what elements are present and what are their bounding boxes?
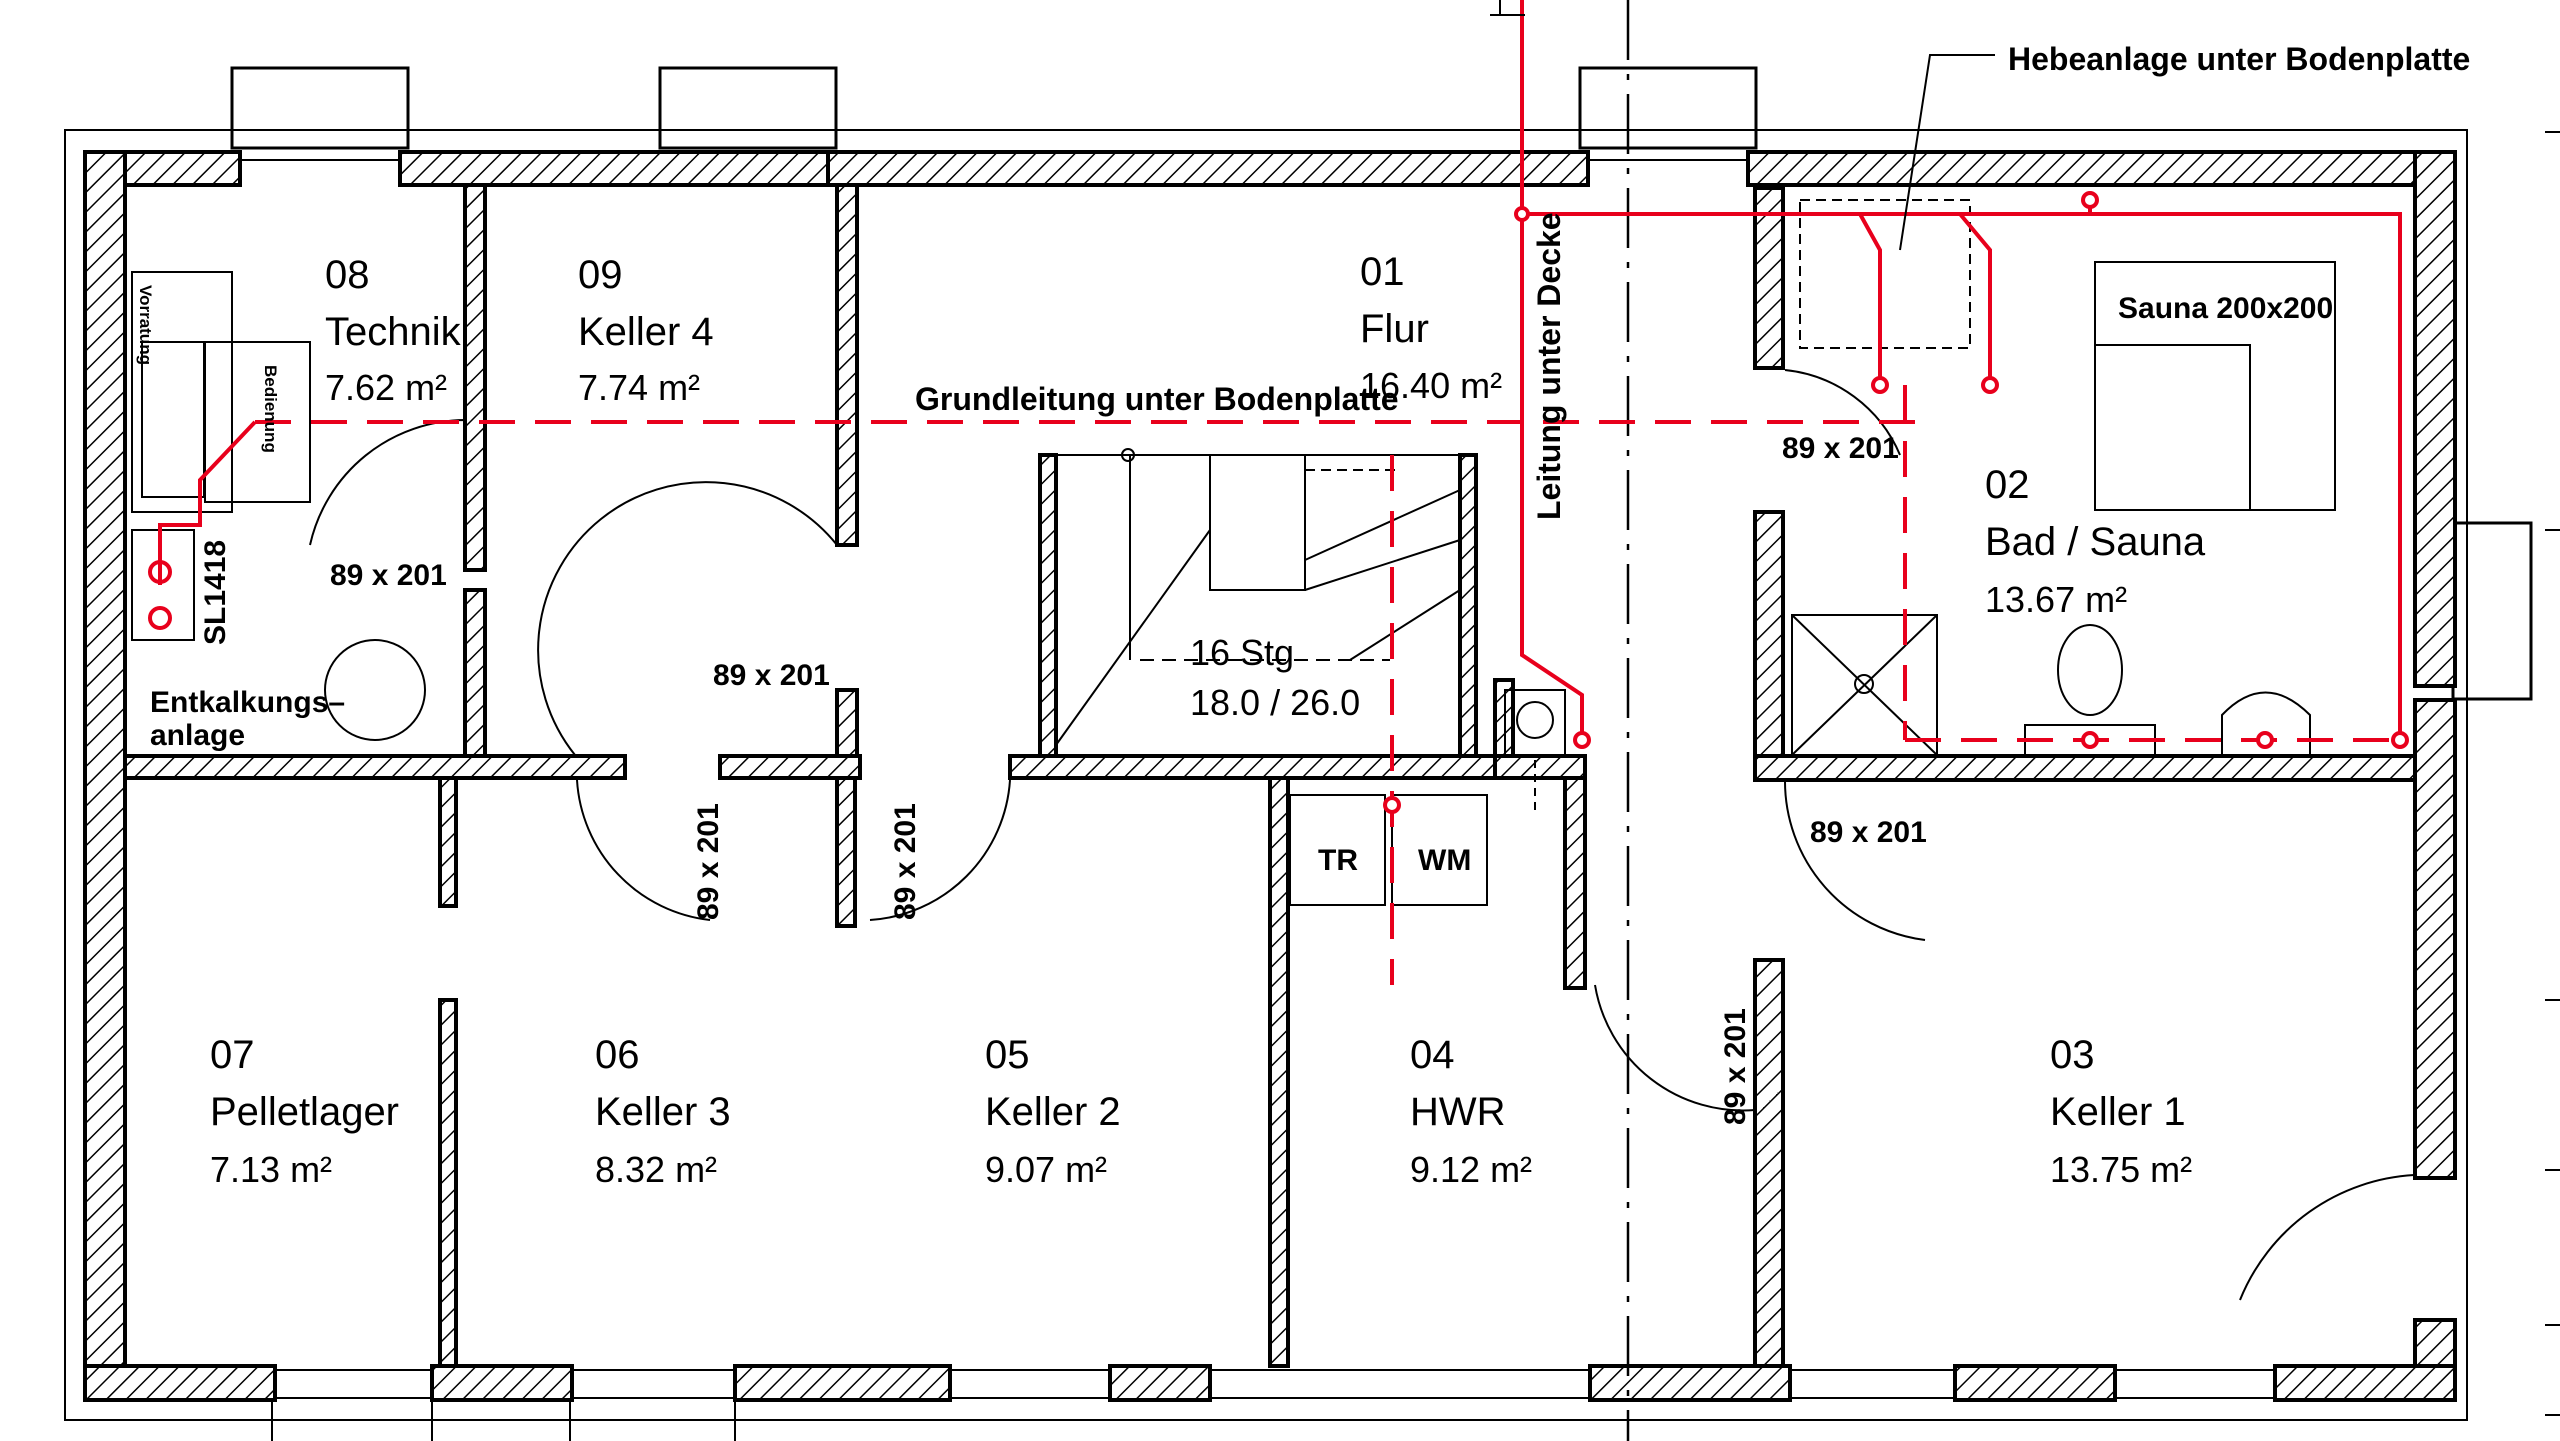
room-label-07: 07 Pelletlager 7.13 m²: [210, 1033, 399, 1190]
room-label-06: 06 Keller 3 8.32 m²: [595, 1033, 731, 1190]
entkalkung-label-1: Entkalkungs–: [150, 686, 345, 719]
door-label: 89 x 201: [692, 803, 725, 920]
hebeanlage-label: Hebeanlage unter Bodenplatte: [2008, 41, 2470, 77]
room-number: 06: [595, 1033, 640, 1077]
room-area: 7.13 m²: [210, 1149, 332, 1190]
stair-steps-label: 16 Stg: [1190, 632, 1294, 673]
wm-label: WM: [1418, 844, 1471, 877]
room-label-01: 01 Flur 16.40 m²: [1360, 250, 1502, 406]
bathroom-fixtures: [1791, 199, 2336, 756]
bedienung-label: Bedienung: [261, 365, 280, 453]
room-label-08: 08 Technik 7.62 m²: [325, 253, 462, 408]
top-window-bays: [230, 66, 1758, 161]
room-number: 04: [1410, 1033, 1455, 1077]
room-number: 07: [210, 1033, 255, 1077]
room-label-05: 05 Keller 2 9.07 m²: [985, 1033, 1121, 1190]
room-area: 7.74 m²: [578, 367, 700, 408]
room-number: 05: [985, 1033, 1030, 1077]
room-label-02: 02 Bad / Sauna 13.67 m²: [1985, 463, 2206, 620]
door-label: 89 x 201: [713, 659, 830, 692]
vorratung-label: Vorratung: [136, 285, 155, 365]
stair: [1055, 448, 1461, 757]
room-name: Keller 1: [2050, 1090, 2186, 1134]
leitung-decke-label: Leitung unter Decke: [1531, 212, 1567, 520]
room-area: 8.32 m²: [595, 1149, 717, 1190]
door-label: 89 x 201: [1810, 816, 1927, 849]
room-area: 7.62 m²: [325, 367, 447, 408]
bottom-windows: [271, 1369, 2275, 1441]
room-number: 09: [578, 253, 623, 297]
stair-dims-label: 18.0 / 26.0: [1190, 682, 1360, 723]
technik-equipment: [131, 271, 426, 741]
room-label-09: 09 Keller 4 7.74 m²: [578, 253, 714, 408]
door-label: 89 x 201: [1719, 1008, 1752, 1125]
room-name: Bad / Sauna: [1985, 520, 2206, 564]
door-label: 89 x 201: [889, 803, 922, 920]
room-name: Keller 3: [595, 1090, 731, 1134]
grundleitung-label: Grundleitung unter Bodenplatte: [915, 381, 1399, 417]
room-number: 03: [2050, 1033, 2095, 1077]
entkalkung-label-2: anlage: [150, 719, 245, 752]
annotation-leaders: [1490, 0, 1995, 251]
room-name: Keller 2: [985, 1090, 1121, 1134]
room-number: 01: [1360, 250, 1405, 294]
interior-walls: [123, 183, 2417, 1368]
room-number: 08: [325, 253, 370, 297]
door-label: 89 x 201: [1782, 432, 1899, 465]
tr-label: TR: [1318, 844, 1358, 877]
room-number: 02: [1985, 463, 2030, 507]
pipes: [148, 0, 2409, 985]
outer-boundary-line: [64, 129, 2468, 1421]
room-name: Technik: [325, 310, 462, 354]
room-label-04: 04 HWR 9.12 m²: [1410, 1033, 1532, 1190]
right-window-bay: [2451, 521, 2533, 701]
room-area: 13.67 m²: [1985, 579, 2127, 620]
room-name: Pelletlager: [210, 1090, 399, 1134]
door-label: 89 x 201: [330, 559, 447, 592]
room-name: Flur: [1360, 307, 1429, 351]
sl-code-label: SL1418: [199, 540, 232, 645]
room-area: 9.12 m²: [1410, 1149, 1532, 1190]
doors: [309, 369, 2416, 1301]
room-name: Keller 4: [578, 310, 714, 354]
room-area: 16.40 m²: [1360, 365, 1502, 406]
edge-ticks: [2545, 131, 2560, 1416]
room-area: 13.75 m²: [2050, 1149, 2192, 1190]
room-area: 9.07 m²: [985, 1149, 1107, 1190]
room-name: HWR: [1410, 1090, 1506, 1134]
floor-drain: [1504, 689, 1566, 815]
room-label-03: 03 Keller 1 13.75 m²: [2050, 1033, 2192, 1190]
outer-walls: [83, 150, 2457, 1402]
sauna-label: Sauna 200x200: [2118, 292, 2333, 325]
